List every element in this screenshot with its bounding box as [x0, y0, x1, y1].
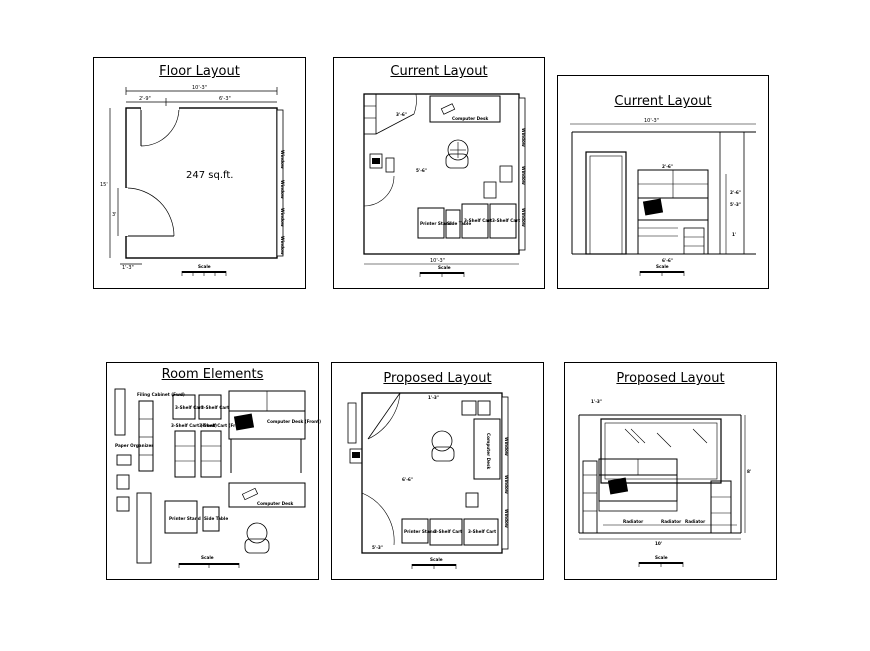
- side-table-label: Side Table: [447, 221, 471, 226]
- svg-text:Filing Cabinet (Fwd): Filing Cabinet (Fwd): [137, 392, 185, 397]
- dim-door: 3': [112, 212, 117, 218]
- proposed-elevation-drawing: 1'-3" Radiator Radiator Radiator 8': [578, 399, 751, 567]
- current-layout-plan-panel: Current Layout Computer Desk Printer Sta…: [333, 57, 545, 289]
- dim-bottom: 1'-3": [122, 265, 134, 271]
- room-elements-panel: Room Elements Filing Cabinet (Fwd) Paper…: [106, 362, 321, 580]
- svg-text:Printer Stand: Printer Stand: [404, 529, 436, 534]
- svg-text:6'-6": 6'-6": [402, 477, 413, 482]
- floor-layout-panel: Floor Layout 10'-3" 2'-9" 6'-3" 15' 3' 1…: [93, 57, 306, 289]
- svg-text:Window: Window: [280, 150, 285, 169]
- panel-title: Floor Layout: [159, 64, 240, 79]
- svg-text:5'-6": 5'-6": [416, 168, 427, 173]
- current-layout-elevation-panel: Current Layout 10'-3" 2'-6" 5'-3" 2'-6" …: [557, 75, 769, 289]
- current-elevation-drawing: 10'-3" 2'-6" 5'-3" 2'-6" 1' 6'-6" Scale: [570, 118, 756, 276]
- panel-title: Room Elements: [161, 367, 264, 382]
- svg-text:3-Shelf Cart (Front): 3-Shelf Cart (Front): [171, 423, 217, 428]
- svg-text:Computer Desk: Computer Desk: [257, 501, 293, 506]
- svg-text:8': 8': [747, 469, 751, 474]
- svg-text:6'-6": 6'-6": [662, 258, 673, 263]
- svg-text:Scale: Scale: [655, 555, 668, 560]
- svg-text:1'-3": 1'-3": [428, 395, 439, 400]
- svg-text:Computer Desk: Computer Desk: [486, 433, 491, 469]
- panel-title: Proposed Layout: [616, 371, 725, 386]
- svg-text:Window: Window: [521, 166, 526, 185]
- svg-text:2'-6": 2'-6": [662, 164, 673, 169]
- panel-title: Current Layout: [390, 64, 488, 79]
- svg-text:Computer Desk (Front): Computer Desk (Front): [267, 419, 321, 424]
- svg-text:3'-6": 3'-6": [396, 112, 407, 117]
- svg-text:Side Table: Side Table: [204, 516, 228, 521]
- proposed-layout-plan-panel: Proposed Layout 1'-3" Computer Desk 6'-6…: [331, 362, 544, 580]
- svg-text:1'-3": 1'-3": [591, 399, 602, 404]
- svg-text:Window: Window: [504, 437, 509, 456]
- svg-text:Window: Window: [280, 208, 285, 227]
- computer-desk-label: Computer Desk: [452, 116, 488, 121]
- dim-left: 15': [100, 182, 108, 188]
- svg-text:Radiator: Radiator: [685, 519, 706, 524]
- svg-text:Radiator: Radiator: [623, 519, 644, 524]
- svg-text:Scale: Scale: [656, 264, 669, 269]
- scale-label: Scale: [198, 264, 211, 269]
- dim-bottom: 10'-3": [430, 258, 445, 264]
- svg-text:3-Shelf Cart: 3-Shelf Cart: [175, 405, 203, 410]
- proposed-plan-drawing: 1'-3" Computer Desk 6'-6" Printer Stand …: [347, 392, 509, 569]
- svg-text:Window: Window: [521, 208, 526, 227]
- cart1-label: 3-Shelf Cart: [464, 218, 492, 223]
- area-label: 247 sq.ft.: [186, 170, 233, 181]
- svg-text:Window: Window: [504, 475, 509, 494]
- svg-text:1': 1': [732, 232, 736, 237]
- svg-text:Window: Window: [280, 236, 285, 255]
- printer-stand-label: Printer Stand: [420, 221, 452, 226]
- svg-text:Scale: Scale: [201, 555, 214, 560]
- dim-seg2: 6'-3": [219, 96, 231, 102]
- svg-text:3-Shelf Cart: 3-Shelf Cart: [434, 529, 462, 534]
- floor-layout-drawing: 10'-3" 2'-9" 6'-3" 15' 3' 1'-3" 247 sq.f…: [100, 85, 285, 276]
- svg-text:Window: Window: [504, 509, 509, 528]
- svg-text:5'-3": 5'-3": [372, 545, 383, 550]
- current-plan-drawing: Computer Desk Printer Stand Side Table 3…: [363, 93, 526, 277]
- svg-text:Window: Window: [521, 128, 526, 147]
- svg-text:Printer Stand: Printer Stand: [169, 516, 201, 521]
- cart2-label: 3-Shelf Cart: [492, 218, 520, 223]
- svg-text:3-Shelf Cart (Front): 3-Shelf Cart (Front): [199, 423, 245, 428]
- svg-text:Radiator: Radiator: [661, 519, 682, 524]
- svg-text:5'-3": 5'-3": [730, 202, 741, 207]
- panel-title: Current Layout: [614, 94, 712, 109]
- dim-top: 10'-3": [192, 85, 207, 91]
- svg-text:10': 10': [655, 541, 662, 546]
- room-elements-drawing: Filing Cabinet (Fwd) Paper Organizer 3-S…: [114, 388, 321, 568]
- panel-title: Proposed Layout: [383, 371, 492, 386]
- svg-text:10'-3": 10'-3": [644, 118, 659, 124]
- svg-text:Paper Organizer: Paper Organizer: [115, 443, 154, 448]
- svg-text:Scale: Scale: [438, 265, 451, 270]
- proposed-layout-elevation-panel: Proposed Layout 1'-3" Radiator Radiator …: [564, 362, 777, 580]
- svg-text:Scale: Scale: [430, 557, 443, 562]
- svg-text:2'-6": 2'-6": [730, 190, 741, 195]
- svg-text:3-Shelf Cart: 3-Shelf Cart: [468, 529, 496, 534]
- dim-seg1: 2'-9": [139, 96, 151, 102]
- svg-text:3-Shelf Cart: 3-Shelf Cart: [201, 405, 229, 410]
- svg-text:Window: Window: [280, 180, 285, 199]
